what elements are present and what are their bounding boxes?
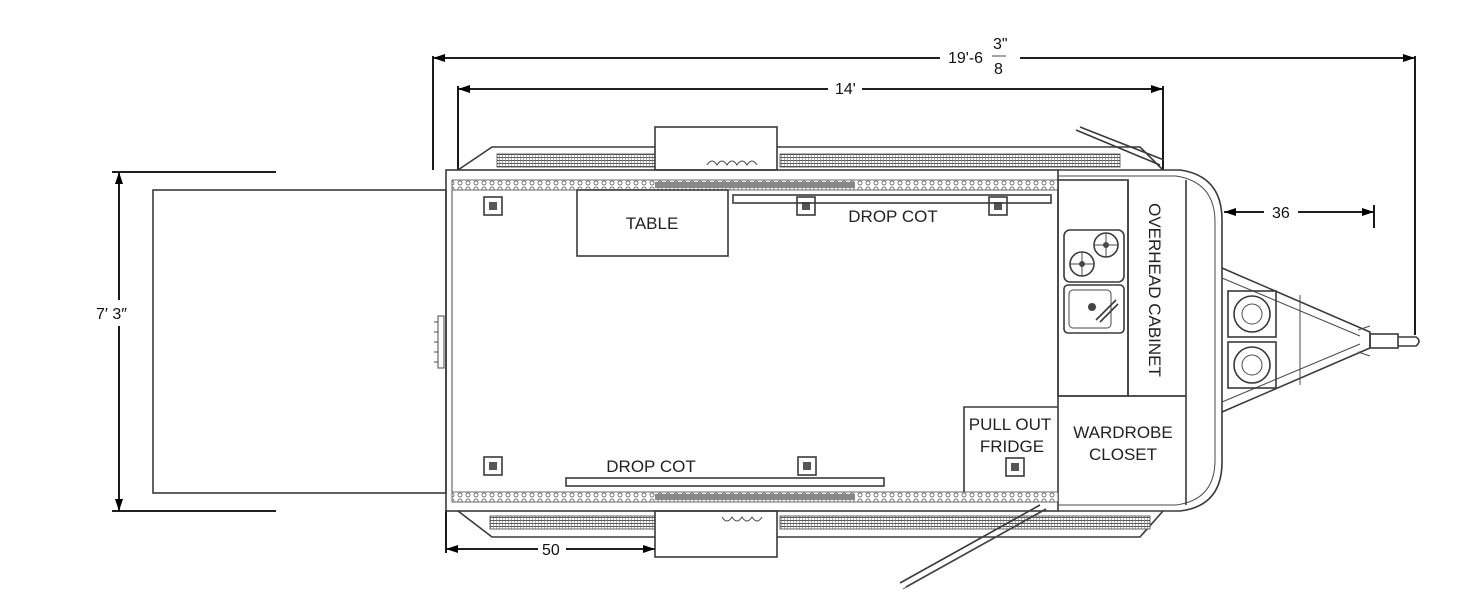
burner-icon xyxy=(1093,232,1119,258)
hitch-coupler-icon xyxy=(1357,325,1420,357)
door-offset-label: 50 xyxy=(542,542,560,559)
stove xyxy=(1063,229,1125,283)
propane-tank-icon xyxy=(1227,341,1277,389)
d-ring xyxy=(1005,457,1025,477)
burner-icon xyxy=(1069,251,1095,277)
galley-counter xyxy=(1057,179,1129,397)
drop-cot-top-label: DROP COT xyxy=(848,207,937,226)
side-entry-door xyxy=(899,504,1047,590)
ramp-hinge xyxy=(434,315,445,369)
drop-cot-top: DROP COT xyxy=(732,194,1052,226)
fender-top xyxy=(457,126,1164,171)
dimension-door-offset: 50 xyxy=(445,510,655,559)
table: TABLE xyxy=(576,189,729,257)
table-label: TABLE xyxy=(626,214,679,233)
fridge-label-line1: PULL OUT xyxy=(969,415,1052,434)
propane-tank-icon xyxy=(1227,290,1277,338)
fender-bottom xyxy=(457,510,1164,558)
sink xyxy=(1063,284,1125,334)
wardrobe-label-line1: WARDROBE xyxy=(1073,423,1173,442)
front-window-awning xyxy=(1075,126,1165,166)
trailer-tongue xyxy=(1221,267,1420,413)
d-ring xyxy=(483,456,503,476)
d-ring-set xyxy=(483,196,1025,477)
d-ring xyxy=(483,196,503,216)
overall-length-whole: 19'-6 xyxy=(948,50,983,67)
dimension-box-length: 14' xyxy=(457,81,1164,170)
overhead-cabinet-label: OVERHEAD CABINET xyxy=(1145,203,1164,377)
overall-length-denominator: 8 xyxy=(994,61,1003,78)
d-ring xyxy=(797,456,817,476)
fridge-label-line2: FRIDGE xyxy=(980,437,1044,456)
box-length-label: 14' xyxy=(835,81,856,98)
dimension-width: 7′ 3″ xyxy=(96,171,276,512)
trailer-body xyxy=(445,169,1223,512)
wardrobe-label-line2: CLOSET xyxy=(1089,445,1157,464)
pull-out-fridge: PULL OUT FRIDGE xyxy=(963,406,1058,492)
d-ring xyxy=(988,196,1008,216)
d-ring xyxy=(796,196,816,216)
overall-length-numerator: 3" xyxy=(993,36,1008,53)
drop-cot-bottom-label: DROP COT xyxy=(606,457,695,476)
dimension-overall-length: 19'-6 3" 8 xyxy=(432,36,1416,335)
wardrobe-closet: WARDROBE CLOSET xyxy=(1058,395,1186,464)
rear-ramp-door xyxy=(152,189,447,494)
width-label: 7′ 3″ xyxy=(96,306,127,323)
tongue-label: 36 xyxy=(1272,205,1290,222)
dimension-tongue: 36 xyxy=(1224,205,1375,228)
drop-cot-bottom: DROP COT xyxy=(565,457,885,487)
